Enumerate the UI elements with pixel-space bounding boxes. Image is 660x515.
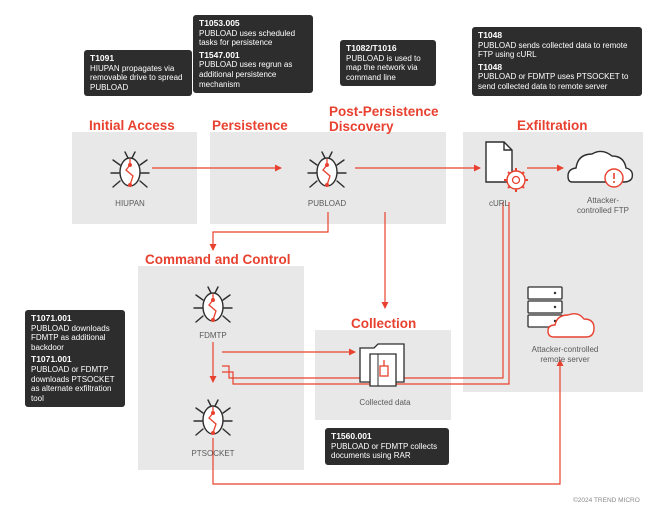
document-gear-icon	[485, 141, 528, 192]
stage-title-command-and-control: Command and Control	[145, 252, 291, 267]
stage-title-initial-access: Initial Access	[89, 118, 175, 133]
line-collected-to-exfil-2	[222, 202, 510, 385]
node-label-curl: cURL	[488, 199, 509, 208]
node-label-ptsocket: PTSOCKET	[191, 449, 235, 458]
node-label-remote-server: Attacker-controlled remote server	[531, 345, 599, 364]
bug-icon	[193, 399, 233, 436]
node-label-attacker-ftp: Attacker- controlled FTP	[576, 196, 630, 215]
bug-icon	[110, 151, 150, 188]
node-label-hiupan: HIUPAN	[115, 199, 145, 208]
copyright-credit: ©2024 TREND MICRO	[573, 497, 640, 504]
stage-title-collection: Collection	[351, 316, 417, 331]
bug-icon	[307, 151, 347, 188]
arrow-pubload-to-fdmtp	[209, 212, 329, 251]
node-label-fdmtp: FDMTP	[199, 331, 227, 340]
node-label-collected-data: Collected data	[359, 398, 411, 407]
arrow-ptsocket-to-remote-server	[212, 359, 564, 485]
cloud-alert-icon	[567, 150, 634, 188]
stage-title-persistence: Persistence	[212, 118, 288, 133]
bug-icon	[193, 286, 233, 323]
stage-title-exfiltration: Exfiltration	[517, 118, 588, 133]
folder-file-icon	[359, 343, 405, 387]
stage-title-post-persistence-discovery: Post-Persistence Discovery	[329, 104, 439, 134]
node-label-pubload: PUBLOAD	[307, 199, 347, 208]
line-collected-to-exfil-1	[222, 202, 504, 379]
server-cloud-icon	[527, 286, 595, 338]
